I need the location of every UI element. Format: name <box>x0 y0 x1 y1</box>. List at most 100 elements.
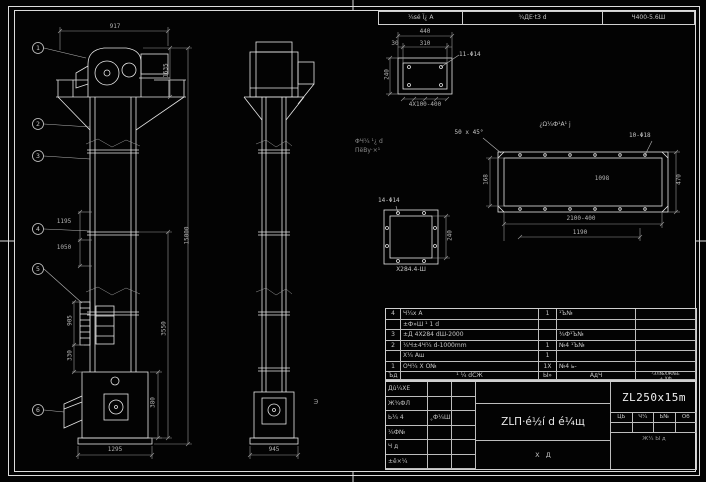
part-name: ±Д 4Х284 dШ-2000 <box>401 330 539 341</box>
part-remark <box>636 361 696 372</box>
title-empty-cell <box>476 382 611 404</box>
sign-cell <box>428 382 452 397</box>
scale-value <box>654 423 676 433</box>
parts-header-material: ÁдЧ <box>557 372 636 380</box>
note-chamfer: 50 x 45° <box>454 129 484 136</box>
sign-label: ¼Ф№ <box>386 425 428 440</box>
dim-front-head-height: 1635 <box>162 63 170 78</box>
part-no <box>386 319 401 330</box>
dim-front-base-width: 1295 <box>107 446 123 453</box>
part-no: 3 <box>386 330 401 341</box>
dim-front-ladder: 905 <box>66 315 74 326</box>
part-remark <box>636 351 696 362</box>
sign-cell <box>452 396 476 411</box>
sign-cell <box>428 396 452 411</box>
sign-cell <box>428 425 452 440</box>
sign-cell <box>452 440 476 455</box>
balloon-3: 3 <box>36 152 40 160</box>
dim-channel-width: 310 <box>419 40 431 47</box>
sign-cell: ˳Ф¼Ш <box>428 411 452 426</box>
part-material: ¾Ф¹Ъ№ <box>557 330 636 341</box>
sign-label: Ь¼ 4 <box>386 411 428 426</box>
part-qty: 1 <box>539 351 557 362</box>
scale-value <box>611 423 633 433</box>
part-material: №4 ь- <box>557 361 636 372</box>
drawing-number: ZL250x15m <box>611 382 697 413</box>
part-material <box>557 319 636 330</box>
dim-channel-height: 240 <box>383 69 391 80</box>
note-weld-line1: ΦЧ¼ ¹¿ d <box>355 138 383 145</box>
part-no: 2 <box>386 340 401 351</box>
part-qty: 1 <box>539 309 557 320</box>
dim-plate-right: 470 <box>675 174 683 185</box>
detail-flange-view <box>383 209 439 265</box>
dim-plate-inner: 1098 <box>594 175 610 182</box>
detail-plate-view <box>497 151 669 213</box>
scale-grid: ЦЬ Ч¼ Ь№ Об <box>611 413 697 433</box>
scale-value <box>675 423 697 433</box>
part-qty: 1Х <box>539 361 557 372</box>
parts-header-qty: Ы» <box>539 372 557 380</box>
parts-header-remark: ¹ЭЛ№ХЖ№Е ±,ХФ <box>636 372 696 380</box>
part-no: 4 <box>386 309 401 320</box>
part-material: ¹Ъ№ <box>557 309 636 320</box>
side-view <box>243 41 315 445</box>
dim-plate-bottom-inner: 1190 <box>572 229 588 236</box>
balloon-circles <box>32 42 44 416</box>
callout-plate-holes: 10-Φ18 <box>629 132 651 139</box>
part-qty <box>539 319 557 330</box>
part-no <box>386 351 401 362</box>
sign-cell <box>452 382 476 397</box>
dim-plate-bottom-outer: 2100-400 <box>566 215 596 222</box>
dim-channel-offset: 30 <box>391 40 399 47</box>
balloon-5: 5 <box>36 265 40 273</box>
part-name: ОЧ¼ Х О№ <box>401 361 539 372</box>
balloon-6: 6 <box>36 406 40 414</box>
sign-cell <box>428 440 452 455</box>
sign-cell <box>452 411 476 426</box>
dim-front-chute: 330 <box>66 350 74 361</box>
part-name: ¼Ч±4Ч¼ d-1000mm <box>401 340 539 351</box>
sign-label: Ч д <box>386 440 428 455</box>
detail-channel-view <box>397 57 453 95</box>
balloon-2: 2 <box>36 120 40 128</box>
title-block: Дù¼ΧЕ Ж¾ФЛ Ь¼ 4 ˳Ф¼Ш ¼Ф№ Ч д ±ê×¼ ZLΠ·é½… <box>385 381 697 470</box>
sheet-count-label: Х Д <box>476 441 611 469</box>
parts-header-name: ¹ ¼ dСЖ <box>401 372 539 380</box>
parts-table: 4 Ч¼х А 1 ¹Ъ№ ±Ф»Ш ¹ 1 d 3 ±Д 4Х284 dШ-2… <box>385 308 697 381</box>
dim-channel-overall: 440 <box>419 28 431 35</box>
sign-label: ±ê×¼ <box>386 454 428 469</box>
part-qty <box>539 330 557 341</box>
dim-front-lower-section: 3550 <box>160 321 168 336</box>
label-channel-spacing: 4X100-400 <box>408 101 442 108</box>
scale-header: Об <box>675 413 697 423</box>
sign-cell <box>428 454 452 469</box>
dim-side-base-width: 945 <box>268 446 280 453</box>
note-plate-top: ¿Ω¼Ф¹А¹ j <box>539 121 571 128</box>
callout-flange-holes: 14-Φ14 <box>378 197 400 204</box>
parts-header-remark-top: ¹ЭЛ№ХЖ№Е <box>651 372 680 377</box>
dim-front-top-width: 917 <box>109 23 121 30</box>
scale-header: Ь№ <box>654 413 676 423</box>
part-no: 1 <box>386 361 401 372</box>
dim-front-mid-upper: 1195 <box>56 218 72 225</box>
signature-grid: Дù¼ΧЕ Ж¾ФЛ Ь¼ 4 ˳Ф¼Ш ¼Ф№ Ч д ±ê×¼ <box>386 382 476 469</box>
part-name: Х¼ Аш <box>401 351 539 362</box>
sign-cell <box>452 425 476 440</box>
part-remark <box>636 319 696 330</box>
balloon-4: 4 <box>36 225 40 233</box>
dim-front-mid-lower: 1050 <box>56 244 72 251</box>
sheet-note: Ж¼ Ы д <box>642 436 666 442</box>
revision-cell-3: Ч400-5.6Ш <box>601 12 694 24</box>
part-remark <box>636 309 696 320</box>
part-remark <box>636 340 696 351</box>
note-weld-line2: ПёВу·×¹ <box>355 147 381 154</box>
callout-channel-holes: 11-Φ14 <box>459 51 481 58</box>
drawing-title: ZLΠ·é½í d é¼щ <box>476 404 611 441</box>
part-qty: 1 <box>539 340 557 351</box>
parts-header-remark-bottom: ±,ХФ <box>659 376 672 380</box>
part-material: №4 ¹Ъ№ <box>557 340 636 351</box>
